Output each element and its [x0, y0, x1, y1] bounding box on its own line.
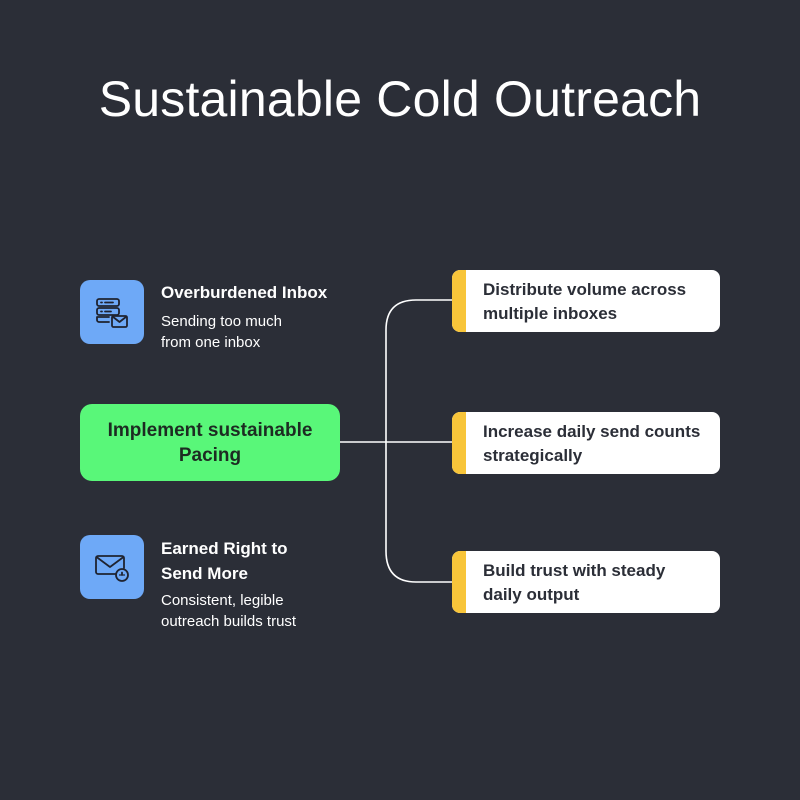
implement-pacing-line: Pacing [178, 444, 242, 466]
inbox-stack-tile [80, 280, 144, 344]
step-card-line: Build trust with steady [483, 561, 666, 580]
implement-pacing-node: Implement sustainable Pacing [80, 404, 340, 481]
step-card-text: Increase daily send counts strategically [483, 420, 710, 468]
overburdened-inbox-description: Sending too much from one inbox [161, 311, 282, 353]
earned-right-description: Consistent, legible outreach builds trus… [161, 590, 296, 632]
step-card-line: daily output [483, 585, 580, 604]
step-card-line: Increase daily send counts [483, 422, 701, 441]
connector-branch-bottom [385, 442, 452, 583]
earned-right-description-line: outreach builds trust [161, 613, 297, 630]
earned-right-heading-line: Send More [161, 564, 248, 583]
earned-right-heading-line: Earned Right to [161, 539, 288, 558]
step-card-accent [452, 270, 466, 332]
step-card-accent [452, 551, 466, 613]
step-card-accent [452, 412, 466, 474]
step-card-line: multiple inboxes [483, 304, 618, 323]
step-card-increase-send-counts: Increase daily send counts strategically [452, 412, 720, 474]
step-card-line: Distribute volume across [483, 280, 687, 299]
envelope-clock-tile [80, 535, 144, 599]
implement-pacing-line: Implement sustainable [107, 419, 313, 441]
overburdened-inbox-heading: Overburdened Inbox [161, 283, 328, 302]
step-card-distribute-volume: Distribute volume across multiple inboxe… [452, 270, 720, 332]
step-card-text: Distribute volume across multiple inboxe… [483, 278, 710, 326]
step-card-text: Build trust with steady daily output [483, 559, 710, 607]
earned-right-description-line: Consistent, legible [161, 592, 284, 609]
step-card-line: strategically [483, 446, 583, 465]
overburdened-inbox-description-line: Sending too much [161, 313, 282, 330]
connector-branch-top [385, 299, 452, 442]
step-card-build-trust: Build trust with steady daily output [452, 551, 720, 613]
page-title: Sustainable Cold Outreach [98, 71, 702, 127]
earned-right-heading: Earned Right to Send More [161, 536, 288, 586]
overburdened-inbox-description-line: from one inbox [161, 334, 261, 351]
envelope-clock-icon [92, 547, 132, 587]
inbox-stack-icon [93, 293, 131, 331]
